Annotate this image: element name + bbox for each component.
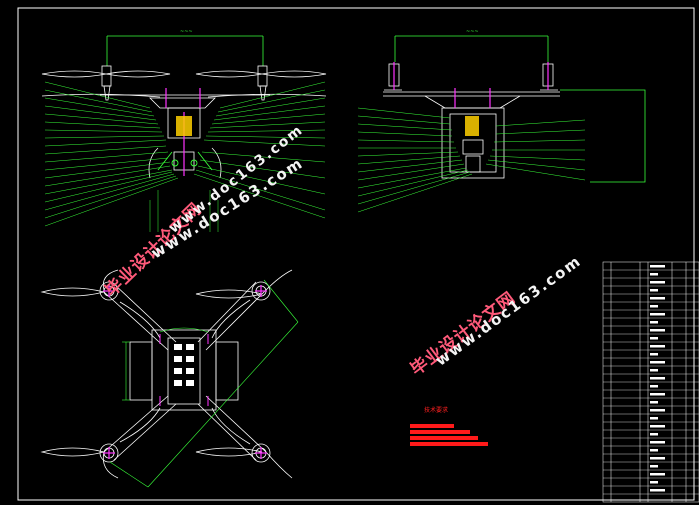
table-cell-text	[650, 417, 658, 420]
table-cell-text	[650, 465, 658, 468]
table-cell-text	[650, 401, 658, 404]
table-cell-text	[650, 449, 658, 452]
table-cell-text	[650, 433, 658, 436]
table-cell-text	[650, 377, 665, 380]
parts-table-rows	[603, 265, 699, 495]
drawing-frame	[17, 7, 695, 501]
table-cell-text	[650, 273, 658, 276]
table-cell-text	[650, 361, 665, 364]
table-cell-text	[650, 409, 665, 412]
table-cell-text	[650, 281, 665, 284]
table-cell-text	[650, 297, 665, 300]
table-cell-text	[650, 305, 658, 308]
table-cell-text	[650, 393, 665, 396]
table-cell-text	[650, 457, 665, 460]
table-cell-text	[650, 337, 658, 340]
table-cell-text	[650, 345, 665, 348]
top-view	[40, 269, 299, 488]
table-cell-text	[650, 265, 665, 268]
table-cell-text	[650, 441, 665, 444]
side-dim-label: ~~~	[466, 29, 479, 35]
table-cell-text	[650, 489, 665, 492]
technical-requirements	[410, 424, 488, 446]
table-cell-text	[650, 425, 665, 428]
table-cell-text	[650, 481, 658, 484]
table-cell-text	[650, 385, 658, 388]
tech-requirements-title: 技术要求	[424, 407, 449, 414]
table-cell-text	[650, 369, 658, 372]
table-cell-text	[650, 289, 658, 292]
table-cell-text	[650, 353, 658, 356]
front-view: ~~~	[41, 29, 327, 232]
table-cell-text	[650, 321, 658, 324]
table-cell-text	[650, 313, 665, 316]
side-view: ~~~	[357, 29, 646, 213]
table-cell-text	[650, 329, 665, 332]
table-cell-text	[650, 473, 665, 476]
front-dim-label: ~~~	[180, 29, 193, 35]
